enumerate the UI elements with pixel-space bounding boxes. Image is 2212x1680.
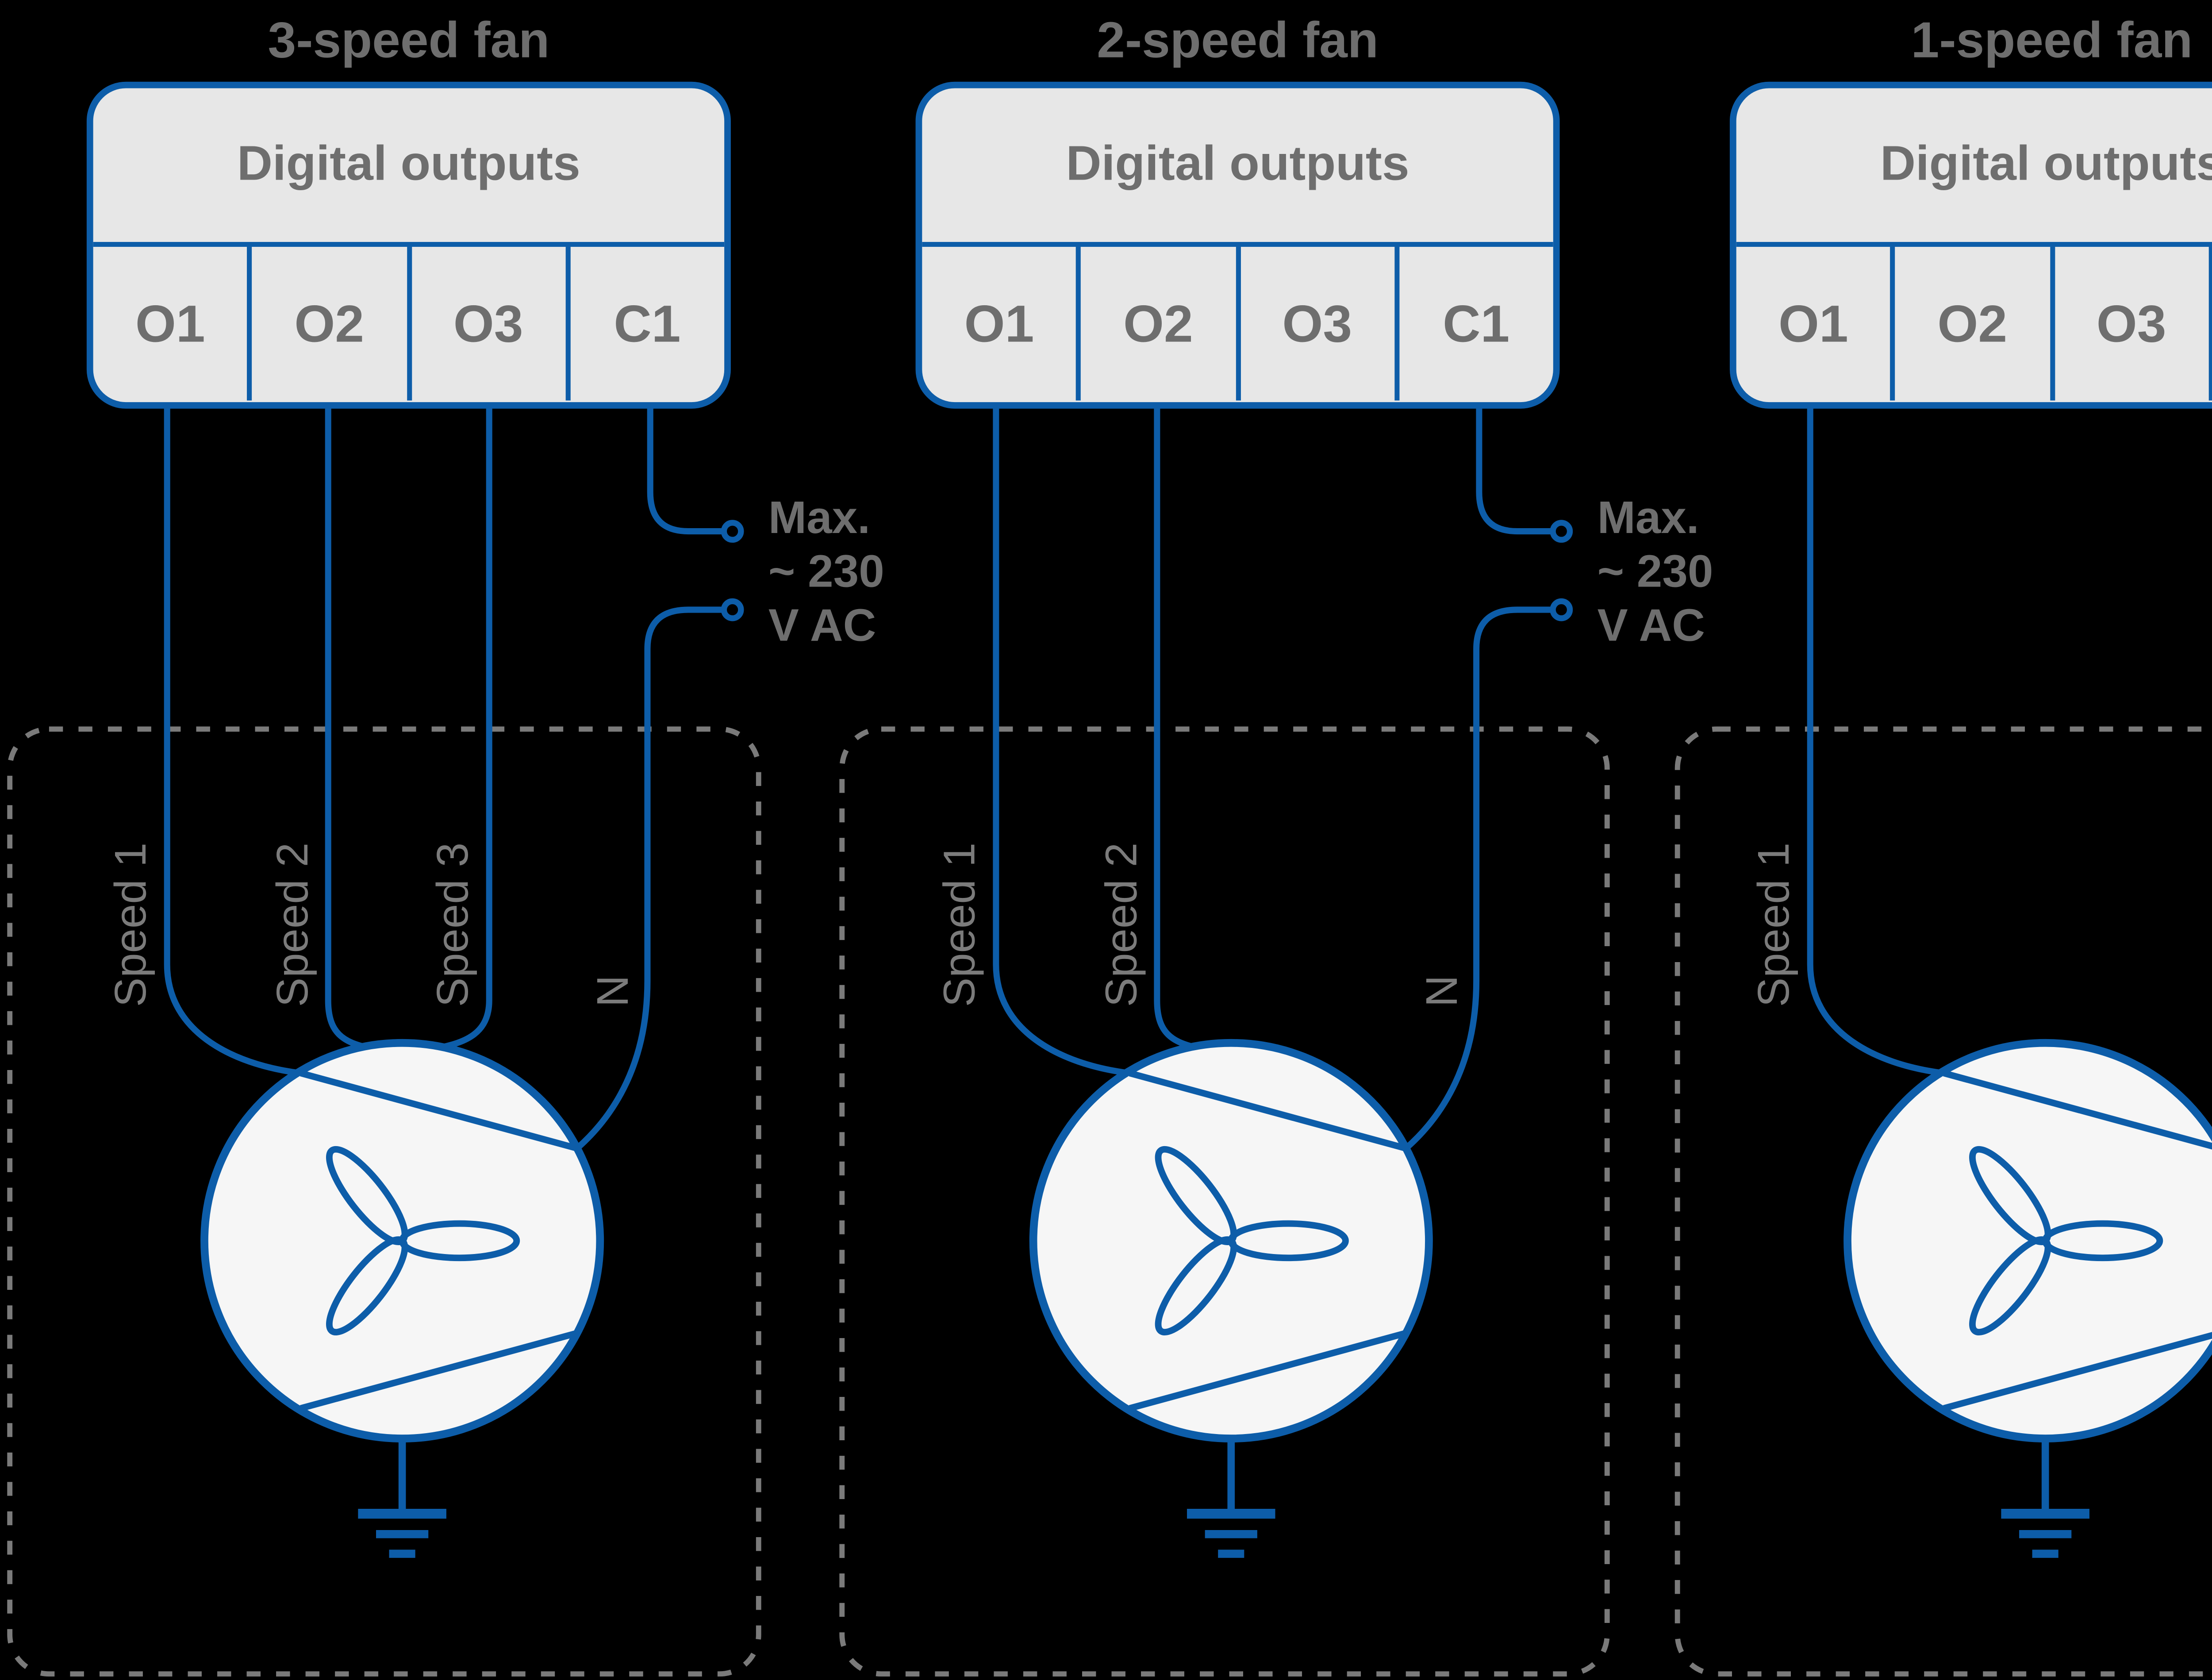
voltage-line-1: Max. (768, 492, 870, 543)
fan-upper-chord (1943, 1070, 2212, 1150)
fan-lower-chord (1129, 1330, 1407, 1412)
column-title-2-speed: 2-speed fan (1097, 11, 1379, 69)
neutral-label: N (1417, 975, 1467, 1007)
column-title-3-speed: 3-speed fan (268, 11, 550, 69)
speed-3-label: Speed 3 (428, 842, 478, 1007)
voltage-line-2: ~ 230 (1597, 546, 1713, 597)
fan-unit-dashed-box-3 (1674, 726, 2212, 1677)
wiring-group-1-speed (1807, 402, 2212, 1558)
o1-speed1-wire (993, 402, 1130, 1077)
terminal-c1: C1 (1394, 247, 1553, 401)
voltage-line-3: V AC (1597, 600, 1705, 651)
terminal-o3: O3 (406, 247, 565, 401)
fan-upper-chord (300, 1070, 578, 1152)
ground-icon (2001, 1435, 2089, 1558)
voltage-line-2: ~ 230 (768, 546, 884, 597)
fan-unit-dashed-box-1 (7, 726, 761, 1677)
terminal-o1: O1 (135, 293, 205, 353)
ground-icon (1187, 1435, 1275, 1558)
mains-terminal-top-icon (721, 520, 744, 543)
digital-outputs-box-3: Digital outputs O1 O2 O3 C1 (1729, 81, 2212, 409)
terminal-row: O1 O2 O3 C1 (922, 247, 1553, 401)
terminal-o1: O1 (1778, 293, 1848, 353)
wiring-group-2-speed (993, 402, 1573, 1558)
ground-icon (358, 1435, 446, 1558)
neutral-wire (1405, 606, 1552, 1150)
terminal-o2: O2 (1076, 247, 1235, 401)
c1-mains-wire (1476, 402, 1552, 535)
terminal-o2: O2 (247, 247, 406, 401)
speed-2-label: Speed 2 (268, 842, 317, 1007)
digital-outputs-box-2: Digital outputs O1 O2 O3 C1 (915, 81, 1560, 409)
voltage-line-1: Max. (1597, 492, 1699, 543)
mains-voltage-note: Max. ~ 230 V AC (768, 491, 884, 652)
digital-outputs-header: Digital outputs (922, 88, 1553, 247)
mains-terminal-bottom-icon (1550, 598, 1573, 621)
terminal-row: O1 O2 O3 C1 (1736, 247, 2212, 401)
mains-terminal-bottom-icon (721, 598, 744, 621)
fan-lower-chord (1943, 1332, 2212, 1412)
terminal-c1: C1 (2208, 247, 2212, 401)
fan-propeller-icon (1969, 1146, 2163, 1336)
digital-outputs-box-1: Digital outputs O1 O2 O3 C1 (86, 81, 731, 409)
terminal-o3: O3 (2049, 247, 2208, 401)
o2-speed2-wire (1154, 402, 1198, 1051)
speed-2-label: Speed 2 (1097, 842, 1146, 1007)
digital-outputs-header: Digital outputs (93, 88, 725, 247)
terminal-o1: O1 (964, 293, 1034, 353)
wiring-group-3-speed (164, 402, 744, 1558)
neutral-wire (576, 606, 724, 1150)
neutral-label: N (588, 975, 638, 1007)
terminal-o3: O3 (1235, 247, 1394, 401)
o1-speed1-wire (1807, 402, 1944, 1077)
digital-outputs-header: Digital outputs (1736, 88, 2212, 247)
o1-speed1-wire (164, 402, 301, 1077)
column-title-1-speed: 1-speed fan (1911, 11, 2193, 69)
o2-speed2-wire (325, 402, 369, 1051)
c1-mains-wire (647, 402, 724, 535)
speed-1-label: Speed 1 (106, 842, 156, 1007)
speed-1-label: Speed 1 (1749, 842, 1799, 1007)
voltage-line-3: V AC (768, 600, 876, 651)
terminal-row: O1 O2 O3 C1 (93, 247, 725, 401)
fan-unit-dashed-box-2 (839, 726, 1610, 1677)
mains-voltage-note: Max. ~ 230 V AC (1598, 491, 1713, 652)
fan-lower-chord (300, 1330, 578, 1412)
fan-propeller-icon (326, 1146, 520, 1336)
fan-propeller-icon (1155, 1146, 1349, 1336)
terminal-c1: C1 (565, 247, 724, 401)
terminal-o2: O2 (1890, 247, 2049, 401)
fan-upper-chord (1129, 1070, 1407, 1152)
mains-terminal-top-icon (1550, 520, 1573, 543)
speed-1-label: Speed 1 (935, 842, 984, 1007)
